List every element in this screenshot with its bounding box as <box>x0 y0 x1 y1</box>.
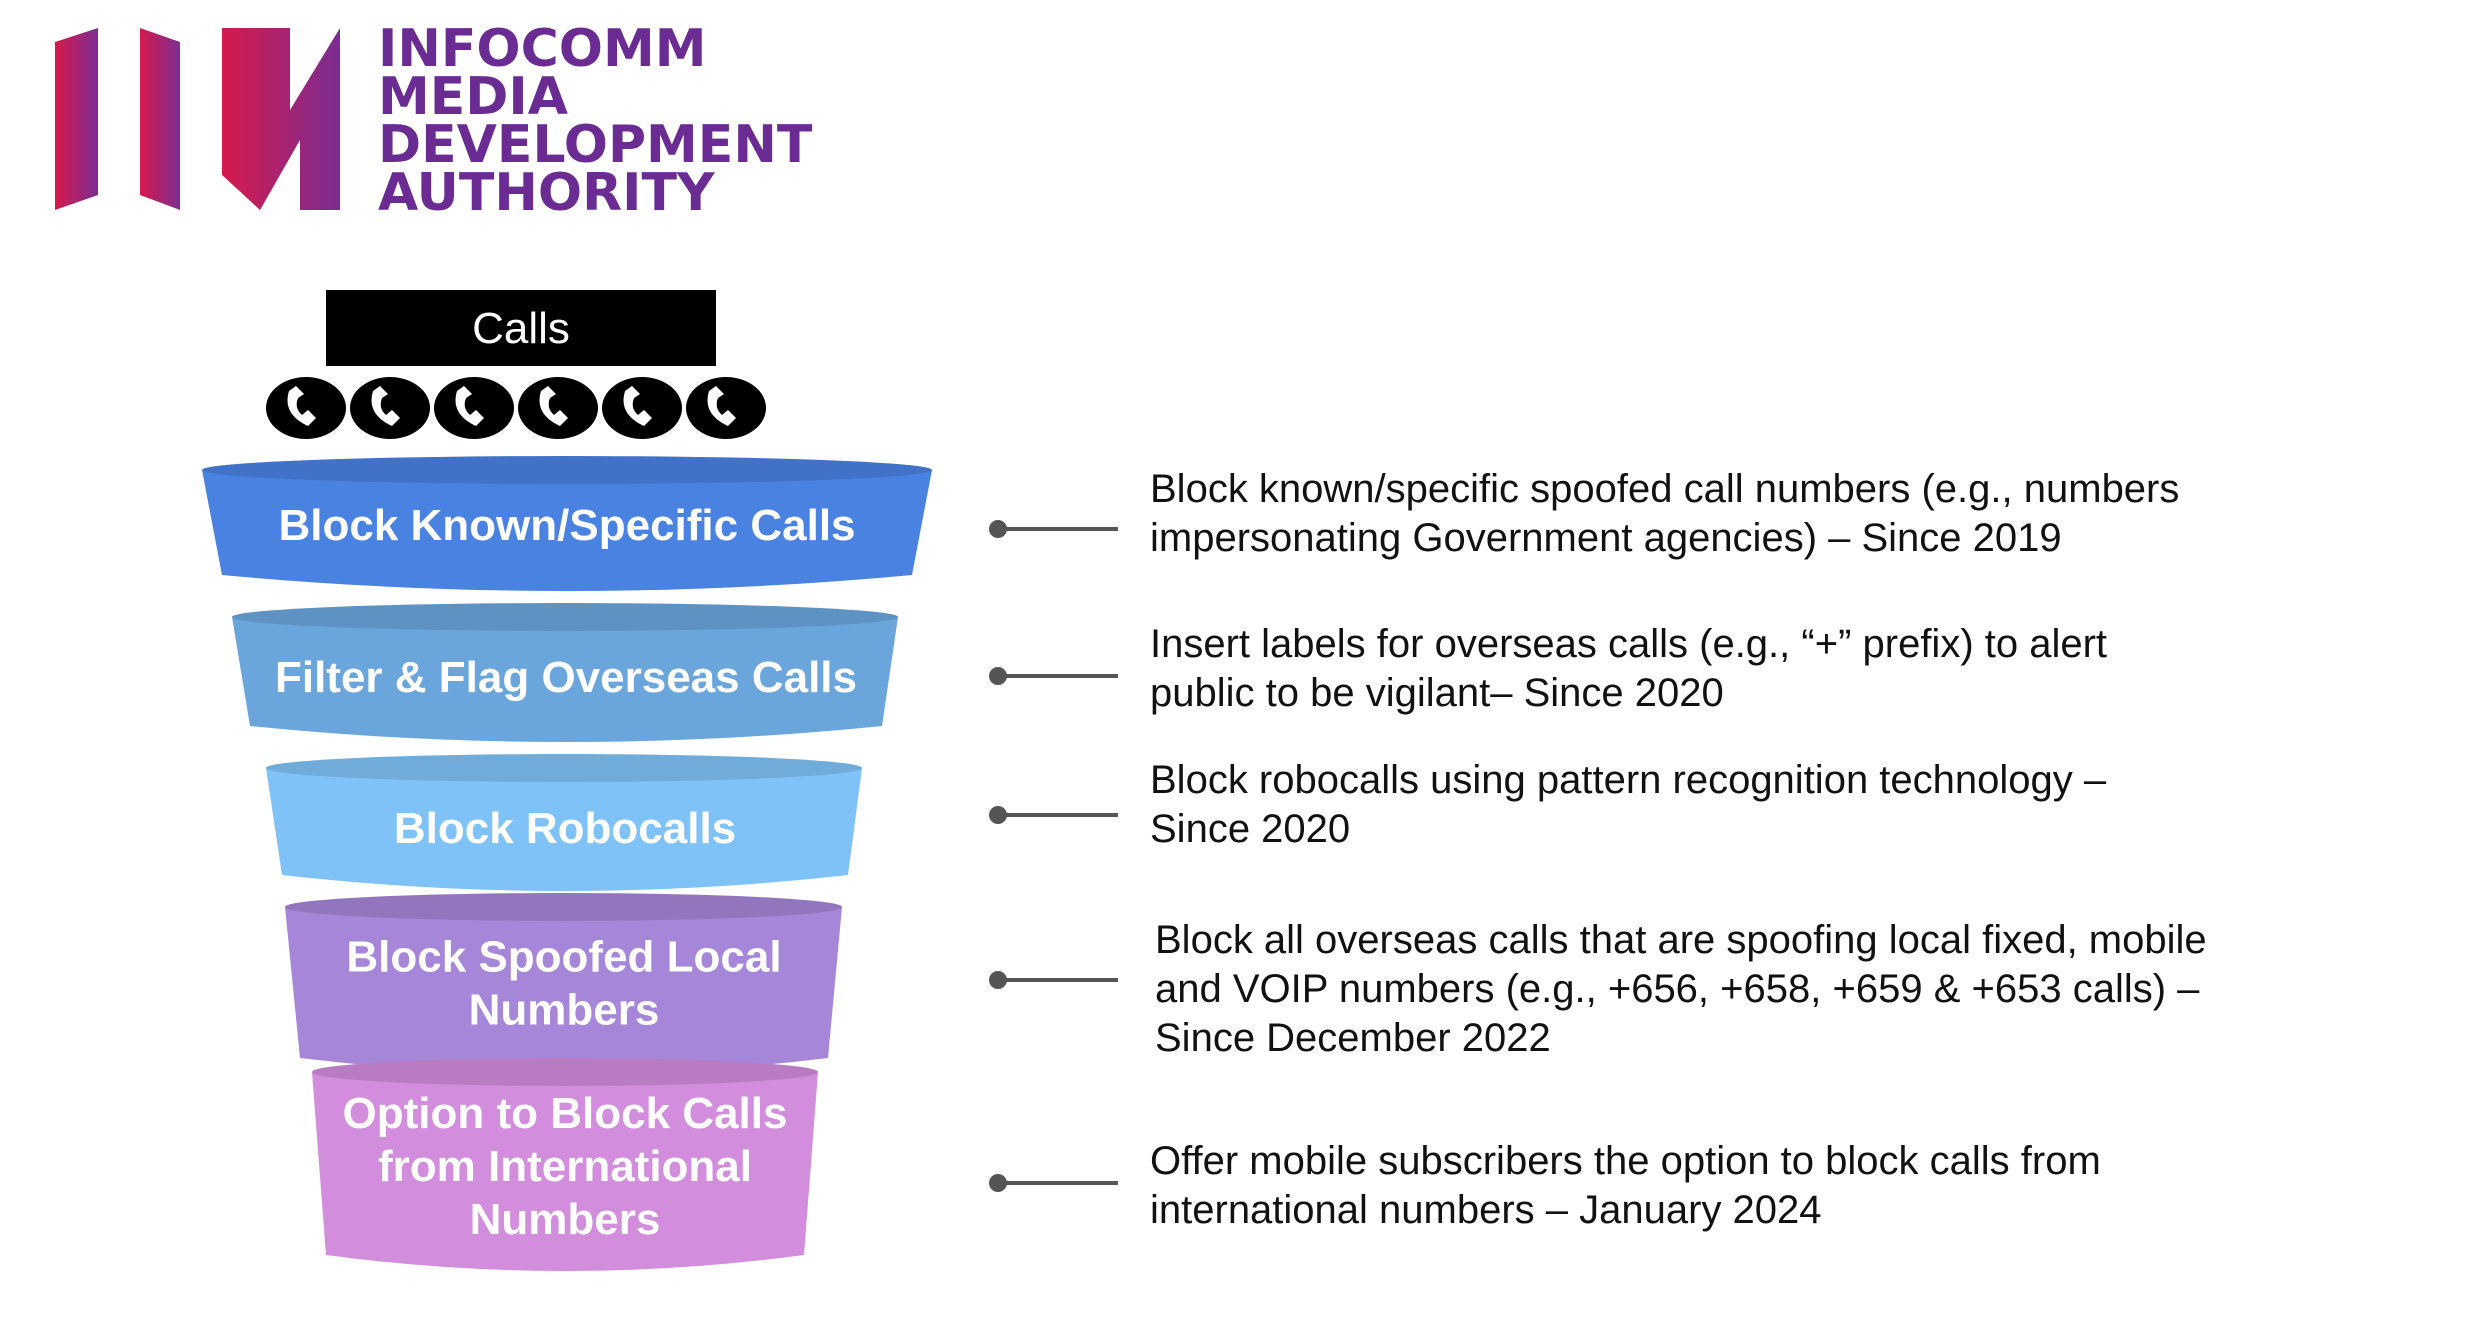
description-line: public to be vigilant– Since 2020 <box>1150 671 1724 715</box>
layer-description: Insert labels for overseas calls (e.g., … <box>1150 622 2107 715</box>
funnel-layer-label: Filter & Flag Overseas Calls <box>275 653 857 702</box>
funnel-layer-body <box>202 470 932 591</box>
connector-dot <box>989 971 1007 989</box>
descriptions: Block known/specific spoofed call number… <box>989 467 2207 1232</box>
layer-description: Block known/specific spoofed call number… <box>1150 467 2179 560</box>
funnel-layer-label: Option to Block Calls <box>343 1089 788 1138</box>
description-line: Insert labels for overseas calls (e.g., … <box>1150 622 2107 666</box>
connector-line <box>989 667 1118 685</box>
description-line: Block known/specific spoofed call number… <box>1150 467 2179 511</box>
phone-handset-icon <box>350 377 430 439</box>
calls-header: Calls <box>266 290 766 439</box>
funnel-layer-label: Block Robocalls <box>394 804 736 853</box>
description-line: international numbers – January 2024 <box>1150 1188 1822 1232</box>
connector-dot <box>989 1174 1007 1192</box>
funnel-layer: Block Known/Specific Calls <box>202 456 932 591</box>
logo-line-2: MEDIA <box>378 67 568 127</box>
description-line: and VOIP numbers (e.g., +656, +658, +659… <box>1155 967 2200 1011</box>
phone-handset-icon <box>602 377 682 439</box>
phone-handset-icon <box>518 377 598 439</box>
funnel-layer-rim <box>202 456 932 484</box>
description-line: impersonating Government agencies) – Sin… <box>1150 516 2062 560</box>
logo-m-shape <box>222 28 340 210</box>
logo-bar-right <box>140 28 180 210</box>
funnel-layer-rim <box>266 754 862 782</box>
description-line: Offer mobile subscribers the option to b… <box>1150 1139 2101 1183</box>
calls-label-box <box>326 290 716 366</box>
imda-logo-icon <box>55 28 340 210</box>
funnel-layer-label: Block Known/Specific Calls <box>278 501 855 550</box>
funnel-layer-body <box>285 907 842 1074</box>
funnel-layer-label: Block Spoofed Local <box>346 933 781 982</box>
calls-label: Calls <box>472 304 570 353</box>
description-line: Block all overseas calls that are spoofi… <box>1155 918 2207 962</box>
funnel-layer-label: Numbers <box>469 986 660 1035</box>
connector-line <box>989 1174 1118 1192</box>
connector-line <box>989 806 1118 824</box>
layer-description: Block robocalls using pattern recognitio… <box>1150 758 2107 851</box>
description-line: Block robocalls using pattern recognitio… <box>1150 758 2107 802</box>
funnel-layer-body <box>266 768 862 891</box>
funnel-layer-label: from International <box>378 1142 752 1191</box>
logo-line-3: DEVELOPMENT <box>378 115 813 175</box>
phone-handset-icon <box>266 377 346 439</box>
funnel-layer-body <box>312 1072 818 1271</box>
logo-bar-left <box>55 28 98 210</box>
description-line: Since December 2022 <box>1155 1016 1551 1060</box>
funnel-layer: Block Robocalls <box>266 754 862 891</box>
logo-line-1: INFOCOMM <box>378 19 706 79</box>
funnel-layer-rim <box>285 893 842 921</box>
funnel-layer-label: Numbers <box>470 1195 661 1244</box>
connector-line <box>989 971 1118 989</box>
connector-dot <box>989 520 1007 538</box>
description-line: Since 2020 <box>1150 807 1350 851</box>
layer-description: Offer mobile subscribers the option to b… <box>1150 1139 2101 1232</box>
phone-icons-row <box>266 377 766 439</box>
imda-logo: INFOCOMM MEDIA DEVELOPMENT AUTHORITY <box>55 19 813 223</box>
connector-line <box>989 520 1118 538</box>
funnel-layer: Filter & Flag Overseas Calls <box>232 603 898 742</box>
funnel-layer-rim <box>312 1058 818 1086</box>
layer-description: Block all overseas calls that are spoofi… <box>1155 918 2207 1060</box>
connector-dot <box>989 667 1007 685</box>
funnel-layer-body <box>232 617 898 742</box>
phone-handset-icon <box>434 377 514 439</box>
logo-line-4: AUTHORITY <box>378 163 716 223</box>
connector-dot <box>989 806 1007 824</box>
phone-handset-icon <box>686 377 766 439</box>
funnel-layer-rim <box>232 603 898 631</box>
